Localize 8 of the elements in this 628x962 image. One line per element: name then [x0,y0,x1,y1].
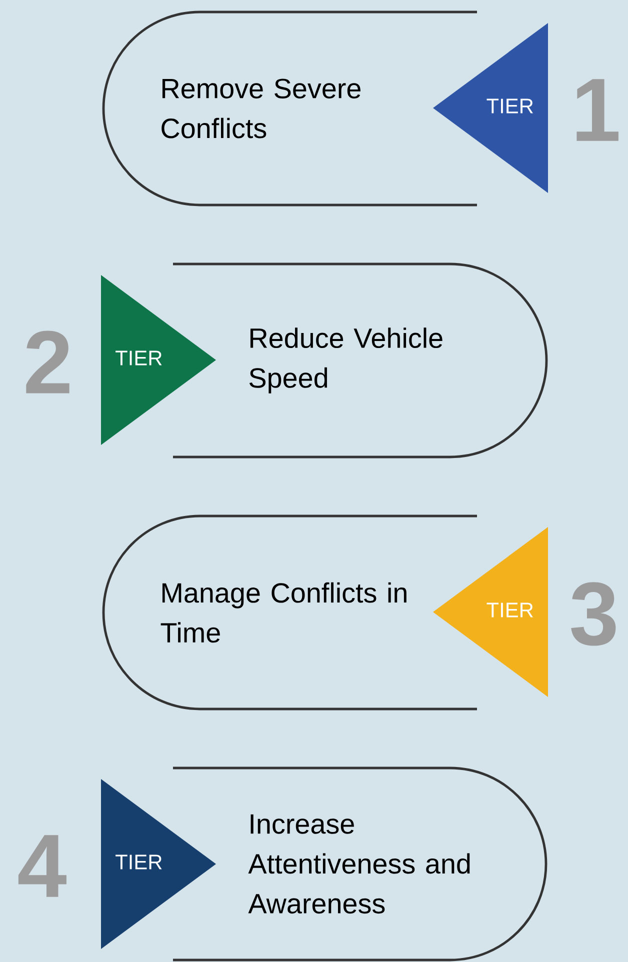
tier-number: 4 [18,835,66,897]
tier-triangle: TIER [433,23,548,193]
tier-triangle: TIER [101,779,216,949]
tier-triangle: TIER [433,527,548,697]
tier-triangle: TIER [101,275,216,445]
tier-number: 1 [576,79,618,141]
tier-number: 3 [571,582,616,646]
tier-number: 2 [26,330,70,394]
